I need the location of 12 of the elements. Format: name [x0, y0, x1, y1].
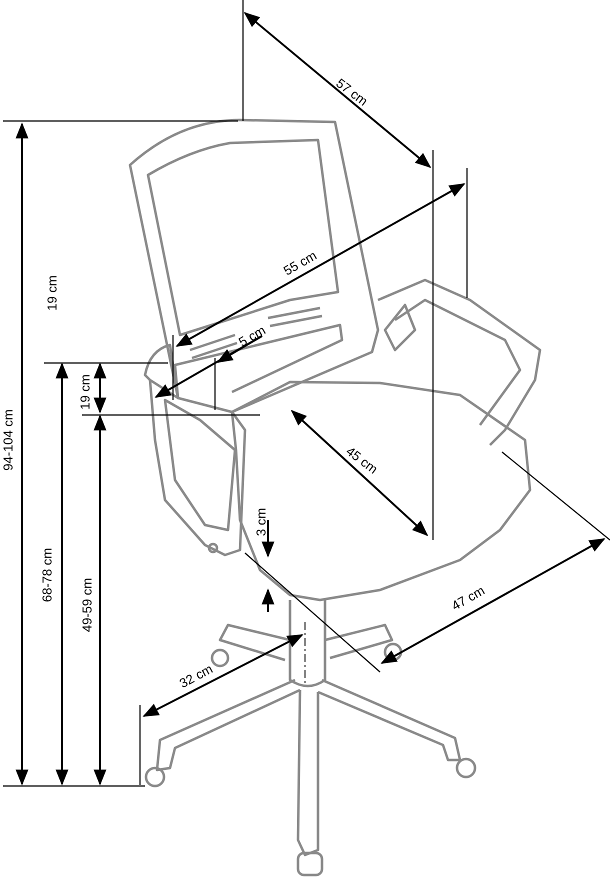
dimension-label: 94-104 cm — [2, 409, 14, 471]
dimension-label: 47 cm — [449, 584, 487, 612]
dimension-label: 49-59 cm — [80, 578, 94, 632]
dimension-label: 32 cm — [177, 662, 215, 690]
dimension-label: 19 cm — [46, 275, 58, 311]
dimension-label: 68-78 cm — [40, 548, 54, 602]
dimension-label: 19 cm — [78, 374, 92, 410]
dimension-label: 45 cm — [344, 444, 380, 476]
dimension-label: 57 cm — [334, 76, 370, 108]
dimension-label: 3 cm — [254, 508, 268, 536]
dimension-label: 5 cm — [236, 323, 268, 349]
dimension-label: 55 cm — [281, 248, 319, 278]
